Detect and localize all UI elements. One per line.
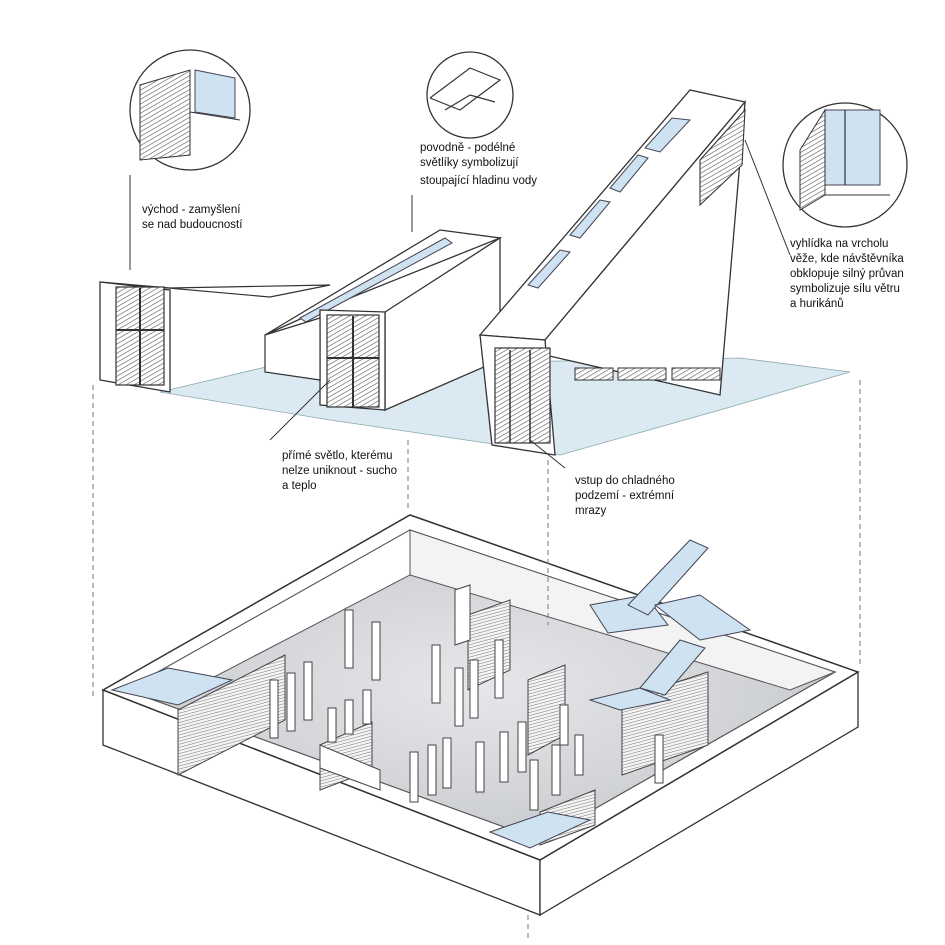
- column: [574, 734, 584, 776]
- annotation-east: východ - zamyšlení se nad budoucností: [142, 204, 243, 231]
- middle-pavilion-lowbox: [264, 317, 321, 381]
- detail-tower: [782, 102, 908, 228]
- annotation-cold: vstup do chladného podzemí - extrémní mr…: [575, 475, 675, 517]
- annotation-tower: vyhlídka na vrcholu věže, kde návštěvník…: [790, 238, 904, 310]
- column: [362, 689, 372, 725]
- column: [431, 644, 441, 704]
- column: [494, 639, 504, 699]
- annotation-direct-light: přímé světlo, kterému nelze uniknout - s…: [282, 450, 398, 492]
- east-pavilion-roof: [99, 281, 331, 298]
- column: [409, 751, 419, 803]
- column: [303, 661, 313, 721]
- column: [517, 721, 527, 773]
- annotation-flood: povodně - podélné světlíky symbolizují: [420, 141, 518, 171]
- skylight-bridge-3: [653, 594, 752, 641]
- column: [559, 704, 569, 746]
- column: [529, 759, 539, 811]
- column: [371, 621, 381, 681]
- annotation-flood-line2: světlíky symbolizují: [420, 157, 519, 169]
- wall-west: [177, 654, 286, 776]
- column-field: [269, 609, 664, 811]
- column: [344, 699, 354, 735]
- glass-panel-entrance: [488, 811, 592, 849]
- column: [654, 734, 664, 784]
- column: [286, 672, 296, 732]
- cold-entrance-window: [494, 347, 551, 444]
- wall-southwest-box: [319, 744, 381, 791]
- tower-lookout-window: [699, 108, 746, 207]
- column: [454, 667, 464, 727]
- column: [469, 659, 479, 719]
- column: [269, 679, 279, 739]
- annotation-flood-line3: stoupající hladinu vody: [420, 175, 537, 187]
- tower-strip-windows: [574, 367, 721, 381]
- tower-skylights: [527, 117, 692, 289]
- skylight-bridge-5: [588, 687, 672, 711]
- middle-skylight: [299, 237, 453, 323]
- column: [442, 737, 452, 789]
- column: [499, 731, 509, 783]
- detail-east: [129, 49, 251, 171]
- glass-panel-west: [110, 667, 234, 706]
- column: [327, 707, 337, 743]
- above-ground-model: [99, 49, 908, 469]
- projection-lines: [92, 380, 861, 940]
- detail-flood: [426, 51, 514, 139]
- underground-model: [101, 514, 860, 917]
- skylight-bridge-2: [627, 539, 709, 616]
- column: [344, 609, 354, 669]
- column: [427, 744, 437, 796]
- leader-lines: [129, 139, 791, 469]
- annotation-flood-line1: povodně - podélné: [420, 142, 516, 154]
- column: [475, 741, 485, 793]
- skylight-bridge-4: [639, 639, 706, 696]
- column: [551, 744, 561, 796]
- wall-north-small: [454, 584, 471, 646]
